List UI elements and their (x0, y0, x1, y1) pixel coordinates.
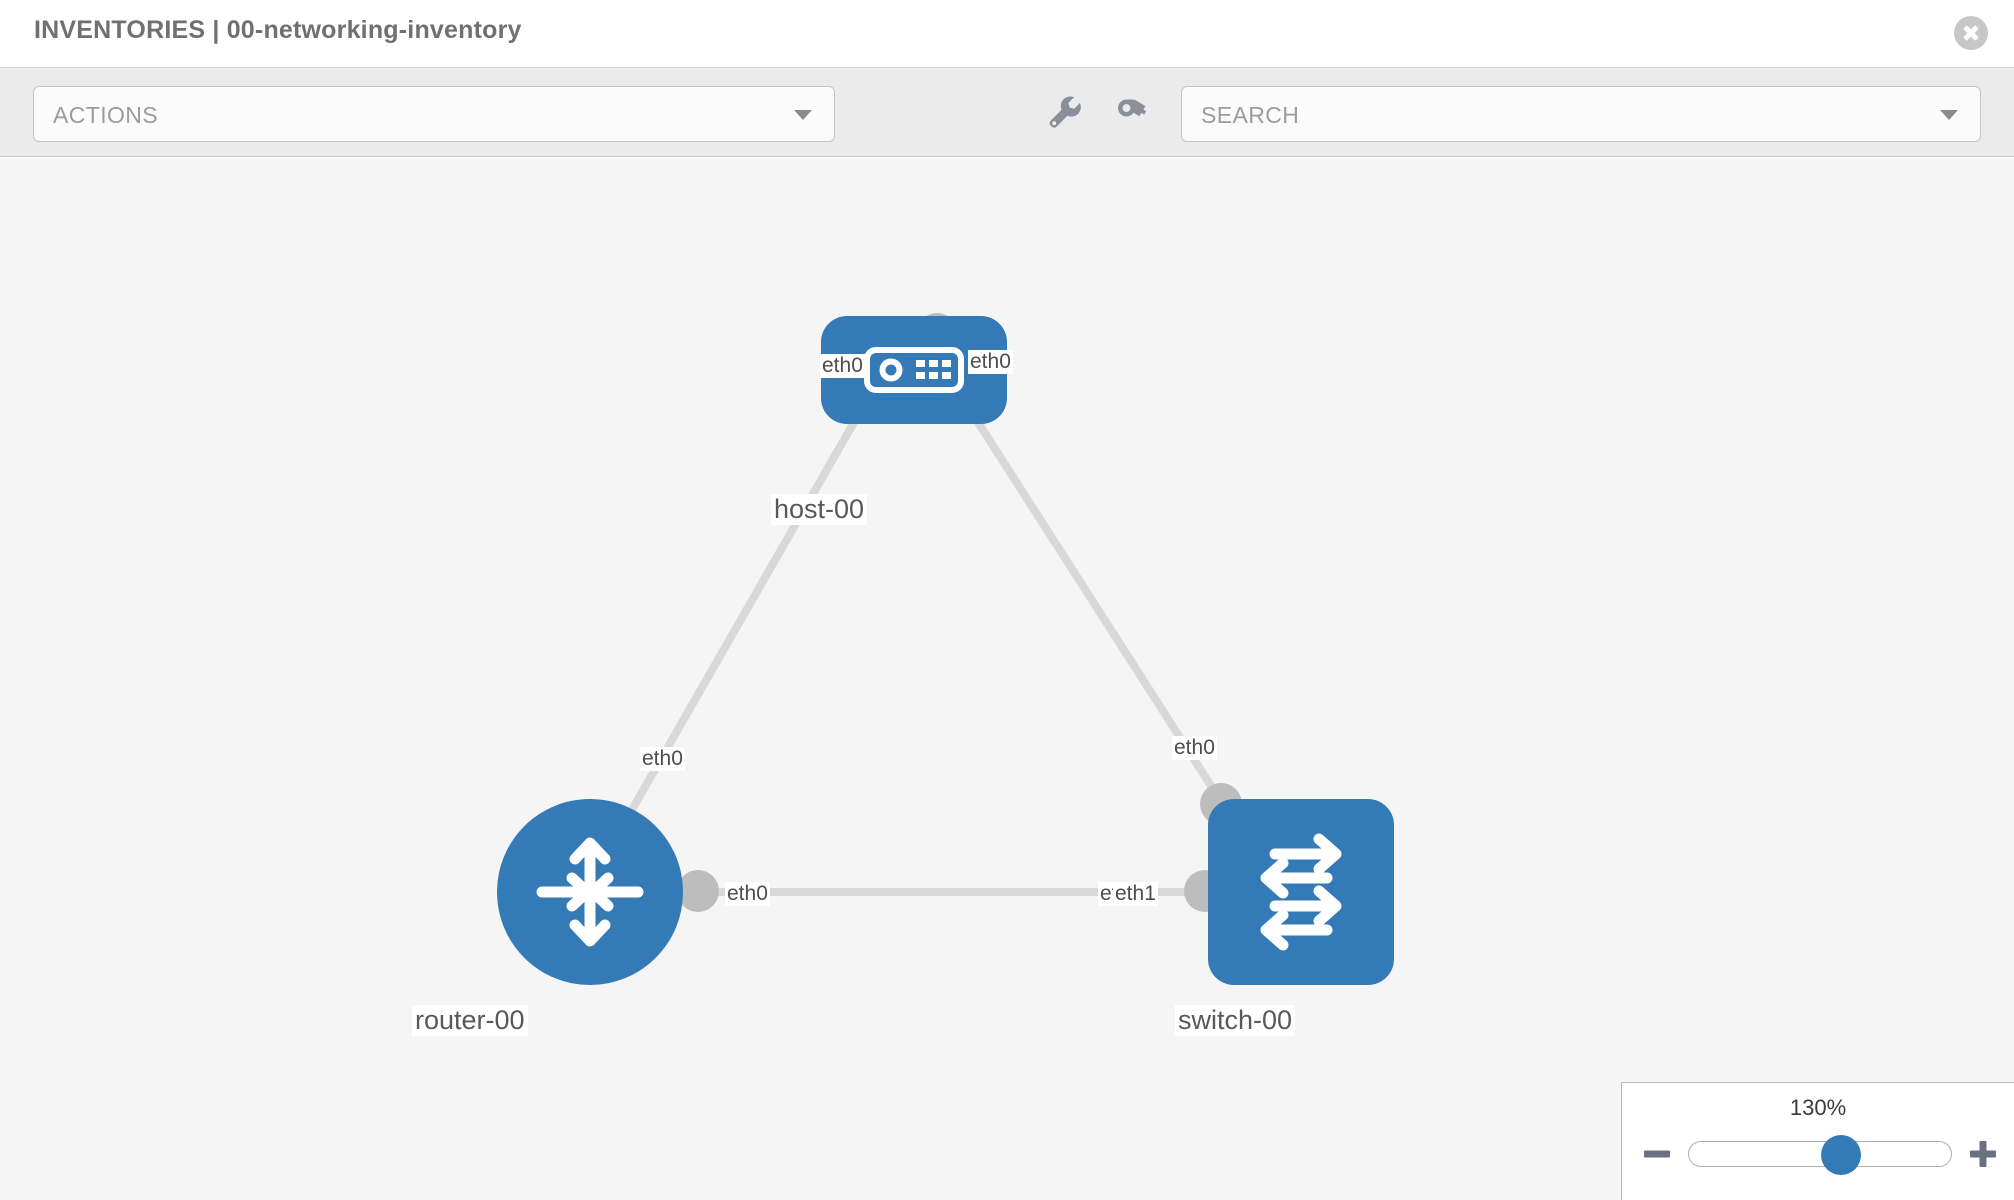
router-node-shape[interactable] (497, 799, 683, 985)
edge-label-router-right: eth0 (725, 882, 770, 906)
edge-host-router (606, 361, 892, 850)
edge-label-host-right: eth0 (968, 350, 1013, 374)
zoom-level-label: 130% (1789, 1095, 1847, 1120)
switch-node-shape[interactable] (1208, 799, 1394, 985)
plus-icon[interactable] (1968, 1139, 1998, 1169)
chevron-down-icon (794, 110, 812, 120)
zoom-control-panel: 130% (1621, 1082, 2014, 1200)
window-titlebar: INVENTORIES | 00-networking-inventory (0, 0, 2014, 68)
actions-dropdown[interactable]: ACTIONS (33, 86, 835, 142)
topology-edges (606, 360, 1242, 896)
node-label-host-00: host-00 (771, 494, 868, 525)
topology-canvas[interactable]: host-00 (0, 158, 2014, 1200)
switch-icon (1260, 833, 1342, 951)
server-icon (864, 347, 964, 393)
minus-icon[interactable] (1642, 1139, 1672, 1169)
search-input[interactable]: SEARCH (1181, 86, 1981, 142)
node-label-router-00: router-00 (412, 1005, 528, 1036)
wrench-icon[interactable] (1043, 90, 1087, 134)
search-placeholder: SEARCH (1201, 102, 1300, 128)
node-label-switch-00: switch-00 (1175, 1005, 1296, 1036)
chevron-down-icon[interactable] (1940, 110, 1958, 120)
edge-label-switch-left: eth1 (1113, 882, 1158, 906)
edge-label-switch-up: eth0 (1172, 736, 1217, 760)
topology-toolbar: ACTIONS SEARCH (0, 68, 2014, 157)
zoom-slider-knob[interactable] (1820, 1135, 1861, 1175)
zoom-slider[interactable] (1688, 1135, 1952, 1175)
key-icon[interactable] (1111, 90, 1155, 134)
actions-dropdown-label: ACTIONS (53, 102, 159, 128)
port-router-right[interactable] (677, 870, 719, 912)
router-icon (536, 837, 644, 947)
close-icon[interactable] (1954, 16, 1988, 50)
edge-label-router-up: eth0 (640, 747, 685, 771)
edge-label-host-left: eth0 (820, 354, 865, 378)
page-title: INVENTORIES | 00-networking-inventory (34, 16, 522, 44)
